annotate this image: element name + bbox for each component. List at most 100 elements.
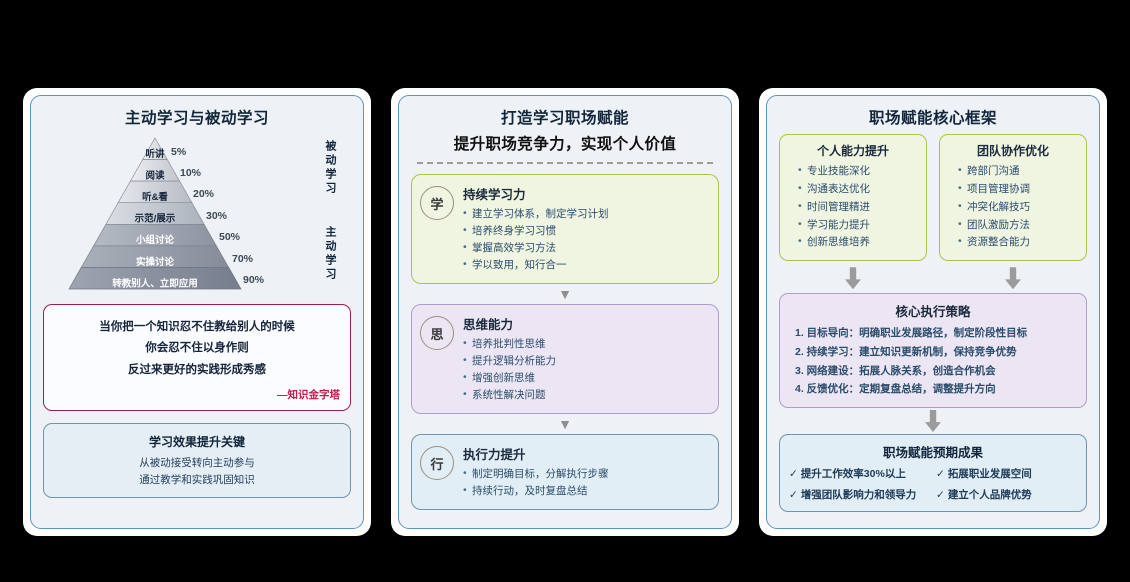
column-team-collaboration: 团队协作优化 跨部门沟通 项目管理协调 冲突化解技巧 团队激励方法 资源整合能力 [939, 134, 1087, 262]
pyramid-percent-1: 5% [171, 146, 187, 158]
panel-2-inner: 打造学习职场赋能 提升职场竞争力，实现个人价值 学 持续学习力 建立学习体系，制… [398, 95, 732, 529]
list-item: 培养终身学习习惯 [463, 222, 708, 240]
capability-columns: 个人能力提升 专业技能深化 沟通表达优化 时间管理精进 学习能力提升 创新思维培… [779, 134, 1087, 262]
list-item: 项目管理协调 [958, 180, 1078, 199]
check-icon: ✓ [789, 467, 798, 480]
step-learn: 学 持续学习力 建立学习体系，制定学习计划 培养终身学习习惯 掌握高效学习方法 … [411, 174, 719, 284]
pyramid-level-label-1: 听讲 [145, 148, 165, 160]
pyramid-level-label-5: 小组讨论 [135, 234, 175, 246]
arrow-row-bottom [779, 408, 1087, 434]
panel-1-title: 主动学习与被动学习 [124, 110, 269, 127]
outcome-item-label: 建立个人品牌优势 [947, 488, 1032, 501]
step-act-list: 制定明确目标，分解执行步骤 持续行动，及时复盘总结 [463, 465, 708, 500]
check-icon: ✓ [936, 467, 945, 480]
learning-key-title: 学习效果提升关键 [148, 434, 245, 449]
quote-line-3: 反过来更好的实践形成秀感 [128, 363, 266, 376]
list-item: 建立学习体系，制定学习计划 [463, 205, 708, 223]
list-item: 3. 网络建设：拓展人脉关系，创造合作机会 [795, 364, 996, 377]
column-personal-list: 专业技能深化 沟通表达优化 时间管理精进 学习能力提升 创新思维培养 [788, 162, 918, 252]
outcome-item: ✓建立个人品牌优势 [936, 487, 1077, 502]
arrow-down-icon [845, 267, 861, 290]
expected-outcome-grid: ✓提升工作效率30%以上 ✓拓展职业发展空间 ✓增强团队影响力和领导力 ✓建立个… [789, 466, 1077, 502]
list-item: 掌握高效学习方法 [463, 239, 708, 257]
list-item: 培养批判性思维 [463, 335, 708, 353]
learning-pyramid: 听讲 阅读 听&看 示范/展示 小组讨论 实操讨论 转教别人、立即应用 5% 1… [43, 134, 351, 294]
column-personal-capability: 个人能力提升 专业技能深化 沟通表达优化 时间管理精进 学习能力提升 创新思维培… [779, 134, 927, 262]
list-item: 制定明确目标，分解执行步骤 [463, 465, 708, 483]
quote-line-2: 你会忍不住以身作则 [145, 342, 249, 355]
outcome-item-label: 提升工作效率30%以上 [800, 467, 906, 480]
outcome-item: ✓提升工作效率30%以上 [789, 466, 930, 481]
outcome-item-label: 拓展职业发展空间 [947, 467, 1032, 480]
list-item: 创新思维培养 [798, 233, 918, 252]
outcome-item: ✓增强团队影响力和领导力 [789, 487, 930, 502]
pyramid-level-label-3: 听&看 [142, 191, 168, 203]
quote-line-1: 当你把一个知识忍不住教给别人的时候 [99, 321, 295, 333]
panel-core-framework: 职场赋能核心框架 个人能力提升 专业技能深化 沟通表达优化 时间管理精进 学习能… [759, 88, 1107, 536]
panel-2-title: 打造学习职场赋能 [500, 110, 629, 127]
pyramid-level-label-2: 阅读 [145, 170, 165, 182]
list-item: 1. 目标导向：明确职业发展路径，制定阶段性目标 [795, 327, 1028, 340]
list-item: 专业技能深化 [798, 162, 918, 181]
quote-source: —知识金字塔 [277, 388, 340, 401]
check-icon: ✓ [789, 488, 798, 501]
label-active-learning: 主动学习 [324, 226, 337, 282]
panel-active-passive-learning: 主动学习与被动学习 [23, 88, 371, 536]
panel-3-inner: 职场赋能核心框架 个人能力提升 专业技能深化 沟通表达优化 时间管理精进 学习能… [766, 95, 1100, 529]
panel-2-subtitle: 提升职场竞争力，实现个人价值 [453, 136, 677, 153]
core-strategy-list: 1. 目标导向：明确职业发展路径，制定阶段性目标 2. 持续学习：建立知识更新机… [789, 324, 1077, 399]
list-item: 提升逻辑分析能力 [463, 352, 708, 370]
pyramid-percent-5: 50% [219, 231, 241, 243]
arrow-down-icon [925, 409, 941, 432]
panel-1-inner: 主动学习与被动学习 [30, 95, 364, 529]
list-item: 增强创新思维 [463, 369, 708, 387]
list-item: 冲突化解技巧 [958, 198, 1078, 217]
label-passive-learning: 被动学习 [324, 140, 337, 196]
core-strategy-title: 核心执行策略 [895, 305, 971, 320]
outcome-item: ✓拓展职业发展空间 [936, 466, 1077, 481]
expected-outcome-title: 职场赋能预期成果 [882, 445, 983, 460]
arrow-row-top [779, 265, 1087, 291]
arrow-down-icon: ▼ [558, 286, 572, 302]
pyramid-percent-3: 20% [193, 188, 215, 200]
list-item: 沟通表达优化 [798, 180, 918, 199]
list-item: 持续行动，及时复盘总结 [463, 482, 708, 500]
check-icon: ✓ [936, 488, 945, 501]
expected-outcome-box: 职场赋能预期成果 ✓提升工作效率30%以上 ✓拓展职业发展空间 ✓增强团队影响力… [779, 433, 1087, 512]
list-item: 时间管理精进 [798, 198, 918, 217]
panel-workplace-empowerment: 打造学习职场赋能 提升职场竞争力，实现个人价值 学 持续学习力 建立学习体系，制… [391, 88, 739, 536]
outcome-item-label: 增强团队影响力和领导力 [800, 488, 917, 501]
step-act-title: 执行力提升 [463, 448, 526, 462]
arrow-down-icon [1005, 267, 1021, 290]
quote-box: 当你把一个知识忍不住教给别人的时候 你会忍不住以身作则 反过来更好的实践形成秀感… [43, 304, 351, 411]
panel-3-title: 职场赋能核心框架 [868, 110, 997, 127]
pyramid-percent-7: 90% [243, 274, 265, 286]
arrow-down-icon: ▼ [558, 416, 572, 432]
core-strategy-box: 核心执行策略 1. 目标导向：明确职业发展路径，制定阶段性目标 2. 持续学习：… [779, 293, 1087, 408]
list-item: 资源整合能力 [958, 233, 1078, 252]
pyramid-level-label-7: 转教别人、立即应用 [112, 277, 198, 289]
pyramid-percent-4: 30% [206, 210, 228, 222]
column-personal-title: 个人能力提升 [816, 144, 889, 158]
list-item: 跨部门沟通 [958, 162, 1078, 181]
step-learn-badge: 学 [420, 186, 454, 220]
step-act: 行 执行力提升 制定明确目标，分解执行步骤 持续行动，及时复盘总结 [411, 434, 719, 510]
list-item: 2. 持续学习：建立知识更新机制，保持竞争优势 [795, 345, 1017, 358]
step-think-badge: 思 [420, 316, 454, 350]
pyramid-level-label-6: 实操讨论 [136, 256, 175, 268]
list-item: 学以致用，知行合一 [463, 256, 708, 274]
column-team-title: 团队协作优化 [976, 144, 1049, 158]
step-act-badge: 行 [420, 446, 454, 480]
learning-key-line-1: 从被动接受转向主动参与 [139, 456, 255, 469]
step-think: 思 思维能力 培养批判性思维 提升逻辑分析能力 增强创新思维 系统性解决问题 [411, 304, 719, 414]
step-think-list: 培养批判性思维 提升逻辑分析能力 增强创新思维 系统性解决问题 [463, 335, 708, 404]
pyramid-svg: 听讲 阅读 听&看 示范/展示 小组讨论 实操讨论 转教别人、立即应用 [68, 137, 242, 290]
step-think-title: 思维能力 [463, 318, 514, 332]
list-item: 系统性解决问题 [463, 386, 708, 404]
pyramid-percent-2: 10% [180, 167, 202, 179]
learning-key-line-2: 通过教学和实践巩固知识 [139, 473, 255, 486]
step-learn-list: 建立学习体系，制定学习计划 培养终身学习习惯 掌握高效学习方法 学以致用，知行合… [463, 205, 708, 274]
pyramid-side-labels: 被动学习 主动学习 [317, 140, 343, 282]
learning-key-box: 学习效果提升关键 从被动接受转向主动参与 通过教学和实践巩固知识 [43, 422, 351, 499]
